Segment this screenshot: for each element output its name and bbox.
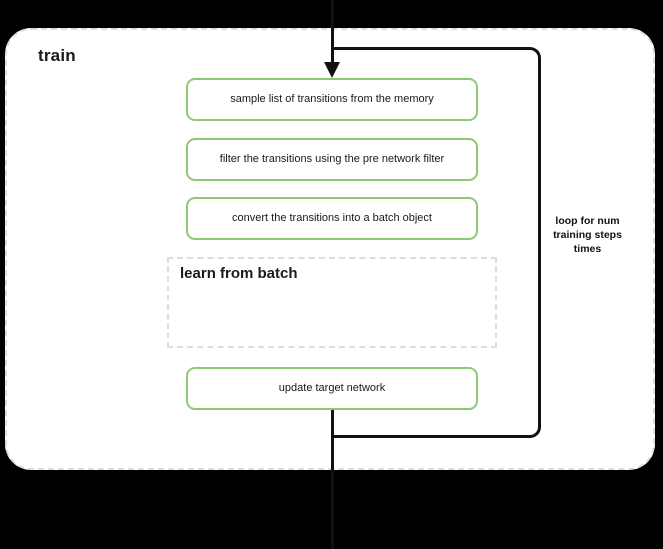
output-line: [331, 410, 334, 549]
step-filter-transitions[interactable]: filter the transitions using the pre net…: [186, 138, 478, 181]
step-label: update target network: [278, 381, 386, 394]
step-label: convert the transitions into a batch obj…: [232, 211, 432, 224]
loop-right-connector: [538, 58, 541, 428]
loop-label: loop for num training steps times: [553, 215, 622, 256]
train-label: train: [38, 46, 76, 65]
loop-top-corner-connector: [331, 47, 541, 65]
subgraph-learn-from-batch[interactable]: [167, 257, 497, 348]
step-label: sample list of transitions from the memo…: [230, 92, 434, 105]
subgraph-title: learn from batch: [180, 265, 298, 282]
step-update-target-network[interactable]: update target network: [186, 367, 478, 410]
step-convert-batch[interactable]: convert the transitions into a batch obj…: [186, 197, 478, 240]
step-sample-transitions[interactable]: sample list of transitions from the memo…: [186, 78, 478, 121]
input-arrow-head-icon: [324, 62, 340, 78]
input-arrow-stem: [331, 0, 334, 66]
loop-bottom-corner-connector: [331, 420, 541, 438]
step-label: filter the transitions using the pre net…: [219, 152, 445, 165]
